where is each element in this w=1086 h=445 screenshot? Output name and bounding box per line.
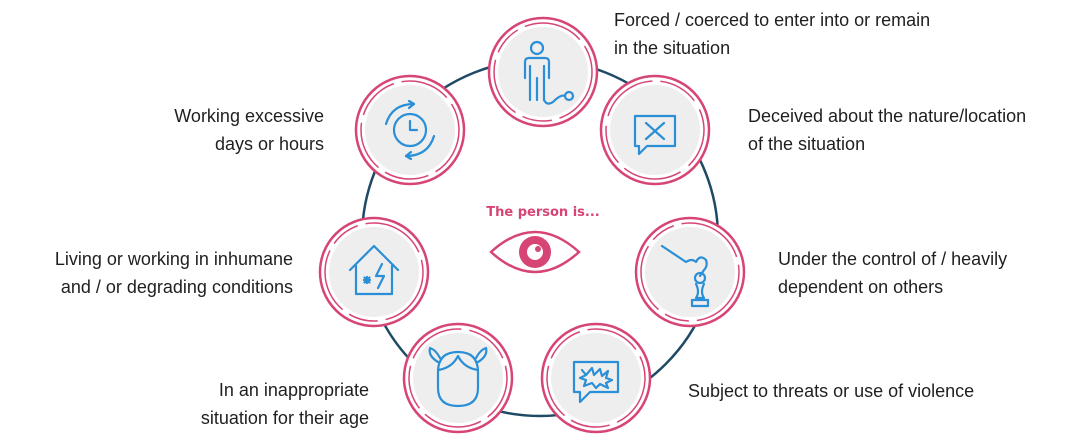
node-hours — [354, 74, 466, 186]
node-deceived — [599, 74, 711, 186]
label-hours-line2: days or hours — [214, 134, 324, 154]
child-face-icon — [428, 346, 488, 408]
node-threats — [540, 322, 652, 434]
broken-house-icon — [348, 244, 400, 296]
label-age-line1: In an inappropriate — [218, 380, 369, 400]
node-age — [402, 322, 514, 434]
speech-bubble-violence-icon — [572, 360, 620, 404]
person-tethered-icon — [523, 40, 575, 105]
label-age-line2: situation for their age — [200, 408, 369, 428]
label-deceived: Deceived about the nature/location of th… — [748, 102, 1026, 158]
label-threats: Subject to threats or use of violence — [688, 377, 974, 405]
label-conditions-line1: Living or working in inhumane — [54, 249, 293, 269]
message-x-icon — [633, 114, 677, 156]
label-forced: Forced / coerced to enter into or remain… — [614, 6, 930, 62]
eye-icon — [489, 230, 581, 274]
label-hours-line1: Working excessive — [174, 106, 324, 126]
label-control-line1: Under the control of / heavily — [778, 249, 1008, 269]
chess-pawn-hand-icon — [660, 244, 710, 308]
clock-cycle-icon — [384, 99, 436, 161]
label-threats-line1: Subject to threats or use of violence — [688, 381, 975, 401]
label-hours: Working excessive days or hours — [174, 102, 324, 158]
label-conditions: Living or working in inhumane and / or d… — [55, 245, 293, 301]
label-deceived-line1: Deceived about the nature/location — [748, 106, 1027, 126]
label-forced-line2: in the situation — [614, 38, 731, 58]
label-deceived-line2: of the situation — [748, 134, 866, 154]
label-control-line2: dependent on others — [778, 277, 944, 297]
node-control — [634, 216, 746, 328]
node-conditions — [318, 216, 430, 328]
label-control: Under the control of / heavily dependent… — [778, 245, 1007, 301]
label-age: In an inappropriate situation for their … — [201, 376, 369, 432]
label-forced-line1: Forced / coerced to enter into or remain — [614, 10, 931, 30]
node-forced — [487, 16, 599, 128]
label-conditions-line2: and / or degrading conditions — [60, 277, 293, 297]
center-title: The person is... — [486, 205, 600, 220]
